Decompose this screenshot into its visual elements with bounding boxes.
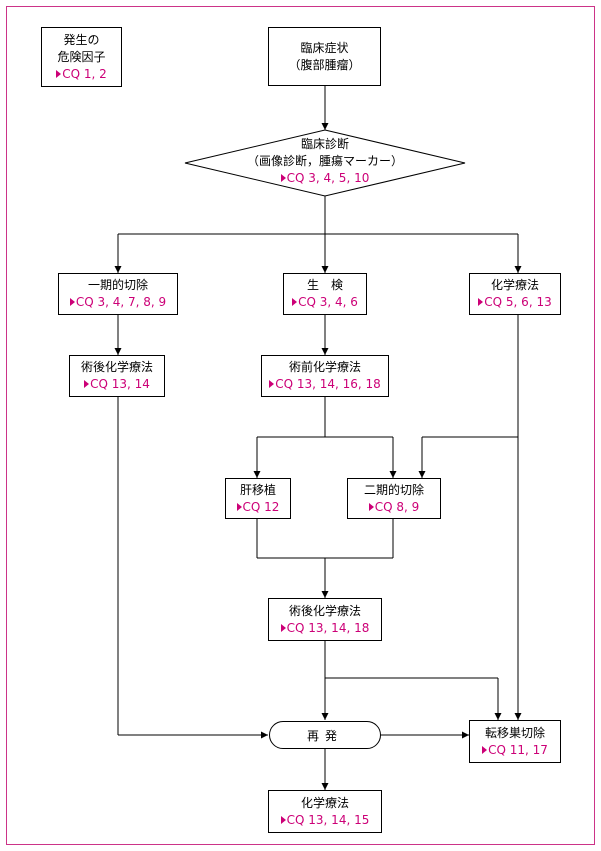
secondary-resection-title: 二期的切除: [363, 482, 424, 497]
triangle-icon: [292, 298, 298, 306]
biopsy-ref-text: CQ 3, 4, 6: [298, 295, 358, 309]
preop-chemo-ref: CQ 13, 14, 16, 18: [269, 376, 381, 393]
biopsy-box: 生 検 CQ 3, 4, 6: [283, 273, 367, 315]
transplant-title: 肝移植: [239, 482, 276, 497]
secondary-resection-ref: CQ 8, 9: [368, 499, 420, 516]
diagnosis-text: 臨床診断 （画像診断，腫瘍マーカー） CQ 3, 4, 5, 10: [185, 136, 465, 187]
primary-resection-box: 一期的切除 CQ 3, 4, 7, 8, 9: [58, 273, 178, 315]
postop-chemo-1-box: 術後化学療法 CQ 13, 14: [69, 355, 165, 397]
diagram-frame: [6, 6, 595, 845]
symptoms-title: 臨床症状: [300, 40, 349, 55]
preop-chemo-ref-text: CQ 13, 14, 16, 18: [275, 377, 381, 391]
metastasis-resection-box: 転移巣切除 CQ 11, 17: [469, 720, 561, 763]
chemo-last-title: 化学療法: [300, 795, 349, 810]
postop-chemo-1-ref: CQ 13, 14: [84, 376, 150, 393]
triangle-icon: [280, 815, 286, 824]
primary-resection-ref-text: CQ 3, 4, 7, 8, 9: [75, 295, 167, 309]
metastasis-resection-ref-text: CQ 11, 17: [488, 742, 548, 757]
symptoms-subtitle: （腹部腫瘤）: [288, 57, 361, 72]
risk-ref: CQ 1, 2: [56, 66, 107, 83]
symptoms-box: 臨床症状 （腹部腫瘤）: [268, 27, 381, 86]
triangle-icon: [84, 380, 90, 388]
postop-chemo-2-box: 術後化学療法 CQ 13, 14, 18: [268, 598, 382, 641]
risk-ref-text: CQ 1, 2: [62, 66, 107, 81]
chemo-last-box: 化学療法 CQ 13, 14, 15: [268, 790, 382, 833]
triangle-icon: [482, 745, 488, 754]
preop-chemo-box: 術前化学療法 CQ 13, 14, 16, 18: [261, 355, 389, 397]
chemo-last-ref-text: CQ 13, 14, 15: [286, 812, 370, 827]
diagnosis-ref: CQ 3, 4, 5, 10: [185, 170, 465, 187]
risk-title-line2: 危険因子: [57, 49, 106, 64]
chemo-first-ref-text: CQ 5, 6, 13: [484, 295, 552, 309]
chemo-last-ref: CQ 13, 14, 15: [280, 812, 370, 829]
postop-chemo-1-ref-text: CQ 13, 14: [90, 377, 150, 391]
chemo-first-ref: CQ 5, 6, 13: [478, 294, 552, 311]
secondary-resection-ref-text: CQ 8, 9: [374, 499, 420, 514]
biopsy-ref: CQ 3, 4, 6: [292, 294, 358, 311]
diagnosis-subtitle: （画像診断，腫瘍マーカー）: [246, 154, 403, 168]
triangle-icon: [280, 623, 286, 632]
chemo-first-box: 化学療法 CQ 5, 6, 13: [469, 273, 561, 315]
secondary-resection-box: 二期的切除 CQ 8, 9: [347, 478, 441, 519]
postop-chemo-2-ref-text: CQ 13, 14, 18: [286, 620, 370, 635]
triangle-icon: [56, 69, 62, 78]
diagnosis-ref-text: CQ 3, 4, 5, 10: [286, 171, 370, 185]
preop-chemo-title: 術前化学療法: [288, 360, 361, 374]
recurrence-node: 再発: [269, 721, 381, 749]
risk-factors-box: 発生の 危険因子 CQ 1, 2: [41, 27, 122, 87]
triangle-icon: [69, 298, 75, 306]
chemo-first-title: 化学療法: [490, 278, 539, 292]
triangle-icon: [236, 502, 242, 511]
risk-title-line1: 発生の: [63, 32, 100, 47]
triangle-icon: [478, 298, 484, 306]
triangle-icon: [368, 502, 374, 511]
diagnosis-title: 臨床診断: [300, 137, 349, 151]
transplant-box: 肝移植 CQ 12: [225, 478, 291, 519]
transplant-ref-text: CQ 12: [242, 499, 280, 514]
primary-resection-ref: CQ 3, 4, 7, 8, 9: [69, 294, 167, 311]
primary-resection-title: 一期的切除: [87, 278, 148, 292]
metastasis-resection-ref: CQ 11, 17: [482, 742, 548, 759]
postop-chemo-2-title: 術後化学療法: [288, 603, 361, 618]
triangle-icon: [269, 380, 275, 388]
recurrence-title: 再発: [306, 728, 343, 743]
postop-chemo-1-title: 術後化学療法: [80, 360, 153, 374]
triangle-icon: [280, 174, 286, 182]
transplant-ref: CQ 12: [236, 499, 280, 516]
postop-chemo-2-ref: CQ 13, 14, 18: [280, 620, 370, 637]
biopsy-title: 生 検: [306, 278, 343, 292]
metastasis-resection-title: 転移巣切除: [484, 725, 545, 740]
